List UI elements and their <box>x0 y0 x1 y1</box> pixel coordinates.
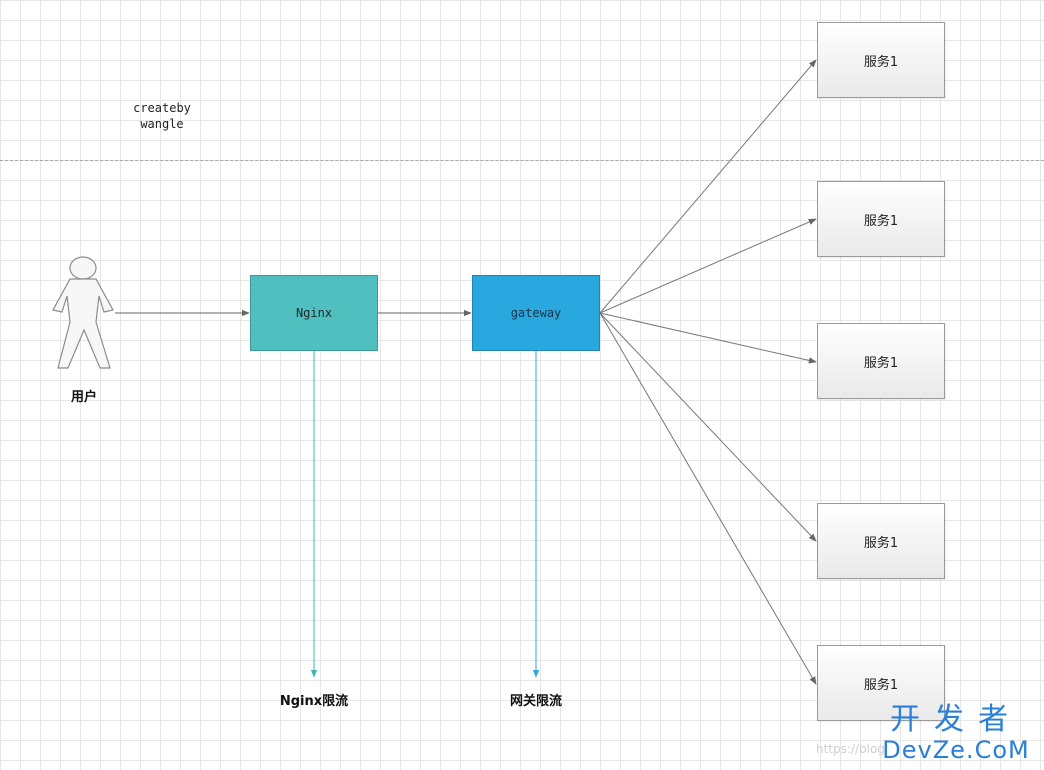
nginx-node[interactable]: Nginx <box>250 275 378 351</box>
user-icon <box>52 256 114 369</box>
gateway-limit-label: 网关限流 <box>509 694 562 709</box>
nginx-limit-label: Nginx限流 <box>279 694 349 709</box>
service-node-5[interactable]: 服务1 <box>817 645 945 721</box>
user-label: 用户 <box>70 390 97 405</box>
service-node-label: 服务1 <box>863 677 899 693</box>
service-node-label: 服务1 <box>863 535 899 551</box>
arrow-gateway-to-service-4 <box>599 312 817 542</box>
arrow-gateway-to-service-3 <box>599 312 817 364</box>
author-caption: createby wangle <box>118 100 206 132</box>
service-node-3[interactable]: 服务1 <box>817 323 945 399</box>
service-node-label: 服务1 <box>863 54 899 70</box>
arrow-gateway-to-service-1 <box>599 59 817 314</box>
watermark-url: https://blog <box>816 742 885 756</box>
watermark-top: 开发者 <box>890 702 1022 737</box>
service-node-2[interactable]: 服务1 <box>817 181 945 257</box>
service-node-label: 服务1 <box>863 355 899 371</box>
watermark-bottom: DevZe.CoM <box>882 736 1030 764</box>
service-node-1[interactable]: 服务1 <box>817 22 945 98</box>
gateway-node[interactable]: gateway <box>472 275 600 351</box>
nginx-node-label: Nginx <box>295 306 333 320</box>
gateway-node-label: gateway <box>510 306 562 320</box>
arrow-gateway-to-service-5 <box>599 312 817 685</box>
swimlane-divider <box>0 160 1044 161</box>
service-node-label: 服务1 <box>863 213 899 229</box>
service-node-4[interactable]: 服务1 <box>817 503 945 579</box>
site-watermark: 开发者 DevZe.CoM <box>876 702 1036 765</box>
arrow-gateway-to-service-2 <box>599 218 817 314</box>
caption-text: createby wangle <box>133 101 191 131</box>
